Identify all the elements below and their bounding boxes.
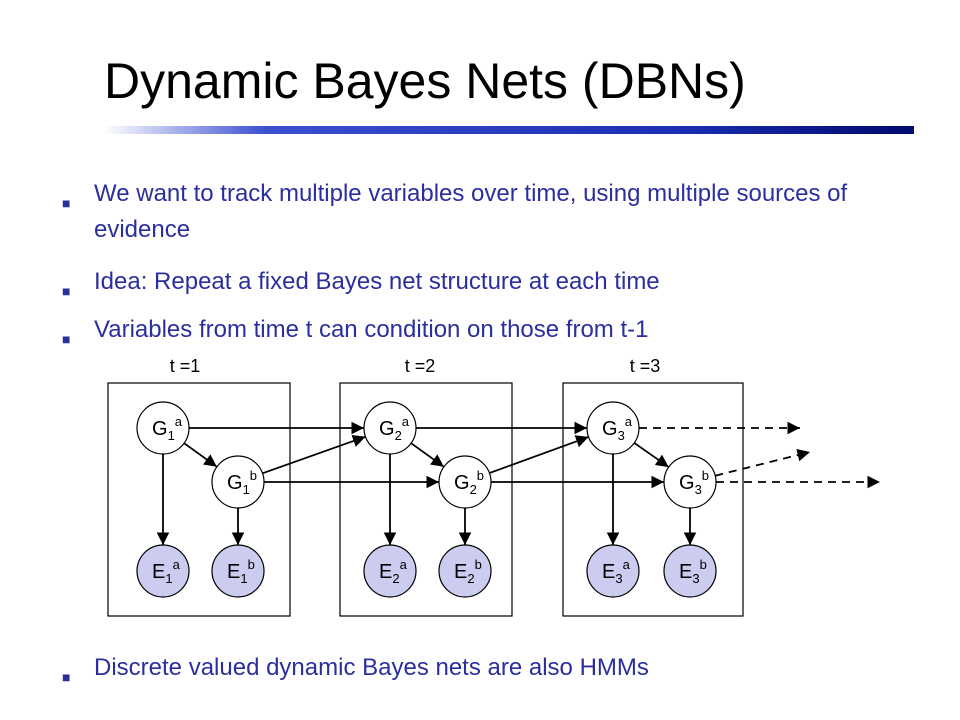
node-e-a — [363, 544, 417, 598]
edge-ga-to-gb — [183, 442, 218, 468]
node-e-b-label: E3b — [679, 557, 707, 586]
node-g-a — [136, 401, 190, 455]
bullet-square-icon: ■ — [62, 331, 71, 347]
time-slice-box — [562, 382, 744, 617]
bullet-text: We want to track multiple variables over… — [94, 180, 848, 243]
edge-gb-to-next-ga — [262, 434, 366, 475]
node-e-a — [586, 544, 640, 598]
edge-ga-to-gb — [633, 442, 670, 468]
node-g-b — [663, 455, 717, 509]
title-underline — [104, 126, 914, 134]
node-g-a-label: G3a — [602, 414, 633, 443]
node-g-a — [586, 401, 640, 455]
node-e-a-label: E3a — [602, 557, 631, 586]
node-g-b-label: G3b — [679, 468, 709, 497]
node-g-b — [438, 455, 492, 509]
slide-title: Dynamic Bayes Nets (DBNs) — [104, 53, 746, 109]
node-g-b-label: G2b — [454, 468, 484, 497]
node-g-a — [363, 401, 417, 455]
node-e-a-label: E2a — [379, 557, 408, 586]
node-e-b — [438, 544, 492, 598]
bullet-item: ■ Idea: Repeat a fixed Bayes net structu… — [62, 264, 882, 300]
bullet-square-icon: ■ — [62, 669, 71, 685]
bullet-text: Discrete valued dynamic Bayes nets are a… — [94, 654, 649, 681]
time-slice-box — [339, 382, 513, 617]
bullet-square-icon: ■ — [62, 283, 71, 299]
bullet-item: ■ We want to track multiple variables ov… — [62, 176, 882, 248]
node-g-a-label: G1a — [152, 414, 183, 443]
node-e-a — [136, 544, 190, 598]
bullet-text: Idea: Repeat a fixed Bayes net structure… — [94, 268, 660, 295]
time-label: t =1 — [170, 356, 201, 376]
node-e-b — [663, 544, 717, 598]
bullet-text: Variables from time t can condition on t… — [94, 316, 649, 343]
time-slice-box — [107, 382, 291, 617]
bullet-item: ■ Discrete valued dynamic Bayes nets are… — [62, 650, 882, 686]
edge-gb-to-next-ga — [489, 435, 589, 474]
bullet-item: ■ Variables from time t can condition on… — [62, 312, 882, 348]
node-g-b-label: G1b — [227, 468, 257, 497]
node-e-a-label: E1a — [152, 557, 181, 586]
edge-gb-to-future-ga — [715, 448, 811, 477]
node-e-b — [211, 544, 265, 598]
node-g-b — [211, 455, 265, 509]
node-g-a-label: G2a — [379, 414, 410, 443]
edge-ga-to-gb — [410, 442, 445, 468]
time-label: t =3 — [630, 356, 661, 376]
time-label: t =2 — [405, 356, 436, 376]
bullet-square-icon: ■ — [62, 195, 71, 211]
node-e-b-label: E1b — [227, 557, 255, 586]
node-e-b-label: E2b — [454, 557, 482, 586]
